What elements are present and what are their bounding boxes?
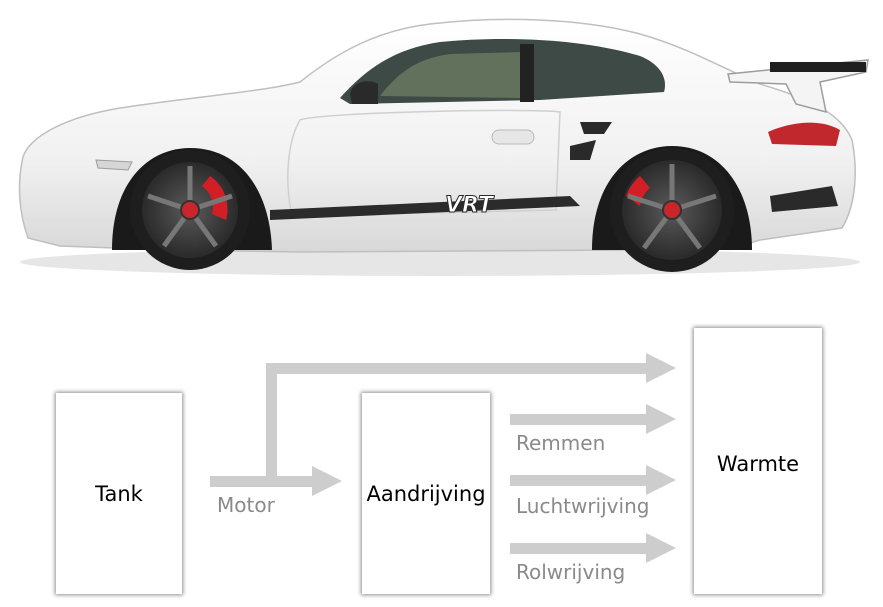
rear-wheel [610,148,734,272]
node-tank: Tank [56,393,182,594]
node-heat: Warmte [694,328,822,594]
label-brakes: Remmen [516,431,606,455]
car-decal: VRT [445,193,495,218]
arrow-brakes [510,414,650,425]
node-tank-label: Tank [95,481,143,506]
label-motor: Motor [217,493,275,517]
tail-light [768,122,840,146]
car-window-glare [380,52,520,98]
label-air: Luchtwrijving [516,494,650,518]
arrow-branch-top [266,363,651,374]
sports-car-image: VRT [18,18,869,276]
front-wheel [130,150,250,270]
rear-spoiler [727,59,869,114]
arrow-air [510,475,650,486]
arrow-rolling [510,543,650,554]
node-drivetrain: Aandrijving [362,393,490,594]
node-heat-label: Warmte [716,452,800,476]
side-stripe [270,196,580,220]
arrow-branch-vertical [266,363,277,481]
arrow-brakes-head [646,404,676,434]
side-mirror [350,81,378,104]
node-drivetrain-label: Aandrijving [366,481,486,506]
arrow-rolling-head [646,533,676,563]
door-handle [491,129,535,145]
arrow-air-head [646,465,676,495]
label-rolling: Rolwrijving [516,560,626,584]
arrow-motor [210,476,320,487]
arrow-motor-head [312,466,342,496]
arrow-branch-head [646,353,676,383]
